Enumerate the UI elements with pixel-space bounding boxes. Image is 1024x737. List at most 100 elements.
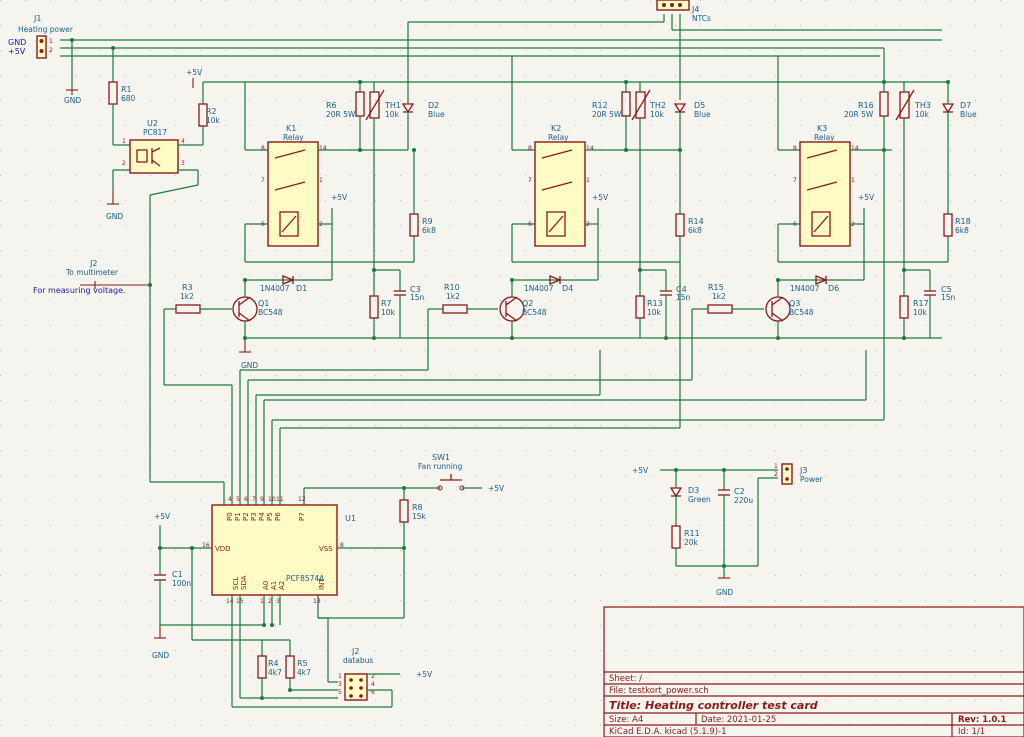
svg-text:R8: R8	[412, 503, 423, 512]
svg-text:8: 8	[340, 542, 344, 549]
svg-text:P5: P5	[266, 512, 274, 521]
svg-text:1: 1	[586, 177, 590, 184]
svg-text:6: 6	[244, 496, 248, 503]
svg-text:13: 13	[313, 598, 321, 605]
svg-text:R12: R12	[592, 101, 608, 110]
svg-text:Blue: Blue	[694, 110, 711, 119]
svg-text:A1: A1	[270, 581, 278, 590]
svg-text:R5: R5	[297, 659, 308, 668]
svg-text:7: 7	[528, 177, 532, 184]
svg-text:R15: R15	[708, 283, 724, 292]
svg-text:C2: C2	[734, 487, 745, 496]
svg-text:10k: 10k	[381, 308, 396, 317]
svg-text:11: 11	[276, 496, 284, 503]
svg-text:15n: 15n	[676, 293, 691, 302]
capacitor-c1: C1 100n +5V GND	[152, 512, 281, 660]
svg-text:Power: Power	[800, 475, 824, 484]
svg-text:R1: R1	[121, 85, 132, 94]
j1-value: Heating power	[18, 25, 74, 34]
svg-text:Relay: Relay	[548, 133, 569, 142]
j1-ref: J1	[33, 14, 41, 23]
svg-text:1: 1	[851, 177, 855, 184]
svg-text:1: 1	[338, 673, 342, 680]
svg-text:R13: R13	[647, 299, 663, 308]
svg-text:R17: R17	[913, 299, 929, 308]
svg-text:680: 680	[121, 94, 136, 103]
svg-text:2: 2	[774, 471, 778, 478]
svg-text:1N4007: 1N4007	[524, 284, 554, 293]
svg-text:15n: 15n	[410, 293, 425, 302]
gnd-symbol-j1: GND	[64, 89, 81, 105]
svg-text:BC548: BC548	[522, 308, 547, 317]
title-block-tool: KiCad E.D.A. kicad (5.1.9)-1	[609, 727, 727, 737]
databus-section: R4 4k7 R5 4k7 J2 databus 1 3 5 2 4 6 +5V	[191, 548, 433, 708]
svg-text:D6: D6	[828, 284, 839, 293]
svg-text:14: 14	[226, 598, 234, 605]
svg-text:8: 8	[528, 145, 532, 152]
svg-text:P7: P7	[298, 512, 306, 521]
svg-text:14: 14	[586, 145, 594, 152]
svg-text:20R 5W: 20R 5W	[592, 110, 622, 119]
svg-text:6k8: 6k8	[688, 226, 702, 235]
svg-text:4: 4	[181, 138, 185, 145]
svg-text:4: 4	[228, 496, 232, 503]
svg-text:10k: 10k	[913, 308, 928, 317]
svg-text:100n: 100n	[172, 579, 191, 588]
svg-text:P1: P1	[234, 512, 242, 521]
channel-1: K1 Relay 8 14 7 1 6 2 1N4007 D1 +5V R6 2…	[163, 82, 942, 385]
svg-text:1: 1	[49, 38, 53, 45]
svg-text:SW1: SW1	[432, 453, 450, 462]
svg-text:20k: 20k	[684, 538, 699, 547]
bus-wires	[149, 150, 885, 505]
svg-text:K3: K3	[817, 124, 827, 133]
svg-text:8: 8	[793, 145, 797, 152]
connector-j4: J4 NTCs	[656, 0, 711, 23]
svg-text:BC548: BC548	[789, 308, 814, 317]
svg-text:+5V: +5V	[186, 68, 203, 77]
svg-text:R11: R11	[684, 529, 700, 538]
ic-u1: U1 PCF8574A VDD VSS 16 8 P0 P1 P2 P3 P4 …	[160, 496, 404, 605]
j1-pin2-label: +5V	[8, 47, 26, 56]
svg-text:SDA: SDA	[240, 575, 248, 590]
svg-text:J2: J2	[89, 259, 97, 268]
svg-text:220u: 220u	[734, 496, 753, 505]
power-section: +5V D3 Green R11 20k C2 220u GND 1 2 J3 …	[632, 463, 824, 597]
title-block-id: Id: 1/1	[958, 727, 985, 737]
svg-text:D5: D5	[694, 101, 705, 110]
svg-text:Relay: Relay	[814, 133, 835, 142]
relay-k1	[267, 141, 319, 247]
svg-text:A0: A0	[262, 581, 270, 590]
svg-text:TH3: TH3	[914, 101, 931, 110]
svg-text:VDD: VDD	[215, 545, 231, 553]
channel-2: K2 Relay 8 14 7 1 6 2 1N4007 D4 +5V R12 …	[427, 56, 711, 370]
svg-text:1: 1	[774, 463, 778, 470]
svg-text:C3: C3	[410, 285, 421, 294]
svg-text:12: 12	[298, 496, 306, 503]
svg-text:1: 1	[122, 138, 126, 145]
svg-text:15k: 15k	[412, 512, 427, 521]
svg-text:TH1: TH1	[384, 101, 401, 110]
svg-text:Blue: Blue	[960, 110, 977, 119]
svg-text:Blue: Blue	[428, 110, 445, 119]
svg-text:5: 5	[338, 689, 342, 696]
title-block-file: File: testkort_power.sch	[609, 686, 709, 696]
svg-text:U2: U2	[147, 119, 158, 128]
svg-text:SCL: SCL	[232, 577, 240, 590]
vcc-symbol-r2: +5V	[186, 68, 203, 88]
svg-text:For measuring voltage.: For measuring voltage.	[33, 286, 126, 295]
svg-text:2: 2	[268, 598, 272, 605]
svg-text:NTCs: NTCs	[692, 14, 711, 23]
svg-text:+5V: +5V	[632, 466, 649, 475]
svg-text:U1: U1	[345, 514, 356, 523]
svg-text:1: 1	[260, 598, 264, 605]
svg-text:R16: R16	[858, 101, 874, 110]
connector-j2-multimeter: J2 To multimeter For measuring voltage.	[33, 259, 150, 295]
svg-text:2: 2	[122, 160, 126, 167]
relay-k3	[799, 141, 851, 247]
svg-text:3: 3	[338, 681, 342, 688]
svg-text:Green: Green	[688, 495, 711, 504]
svg-text:J2: J2	[351, 647, 359, 656]
svg-text:3: 3	[276, 598, 280, 605]
svg-text:D7: D7	[960, 101, 971, 110]
j1-pin1-label: GND	[8, 38, 26, 47]
